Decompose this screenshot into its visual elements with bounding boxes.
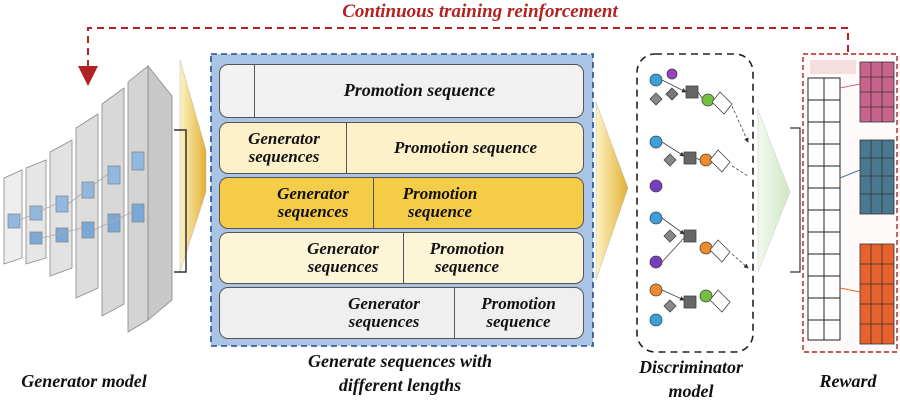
generator-model-caption: Generator model [21,371,147,391]
generator-model-graphic [3,64,173,333]
generator-to-sequences-arrow [179,59,207,273]
promotion-sequence-label: Promotion sequence [343,80,496,101]
feedback-arrow [78,27,849,86]
discriminator-graphic [649,68,749,327]
reward-caption: Reward [819,371,877,391]
sequences-caption-line1: Generate sequences with [308,351,492,371]
diagram-title: Continuous training reinforcement [342,1,618,22]
promotion-sequence-label: Promotion sequence [429,238,505,276]
generator-bracket [174,129,187,273]
sequences-caption-line2: different lengths [338,375,462,395]
discriminator-box [636,53,754,353]
sequence-row-3: Generator sequences Promotion sequence [219,177,584,229]
generator-sequence-label: Generator sequences [248,128,320,166]
promotion-sequence-label: Promotion sequence [481,293,556,331]
promotion-sequence-label: Promotion sequence [402,183,478,221]
sequence-row-2: Generator sequences Promotion sequence [219,122,584,174]
sequence-row-1: Promotion sequence [219,64,584,118]
sequence-row-4: Generator sequences Promotion sequence [219,232,584,284]
discriminator-caption-line2: model [668,381,714,401]
promotion-sequence-label: Promotion sequence [393,137,538,157]
sequence-row-5: Generator sequences Promotion sequence [219,287,584,339]
generator-sequence-label: Generator sequences [277,183,349,221]
generator-sequence-label: Generator sequences [348,293,420,331]
sequences-to-discriminator-arrow [595,101,629,281]
discriminator-caption-line1: Discriminator [638,357,744,377]
generator-sequence-label: Generator sequences [307,238,379,276]
reward-graphic [807,60,895,345]
discriminator-to-reward-arrow [757,109,791,273]
reward-bracket [790,127,801,273]
